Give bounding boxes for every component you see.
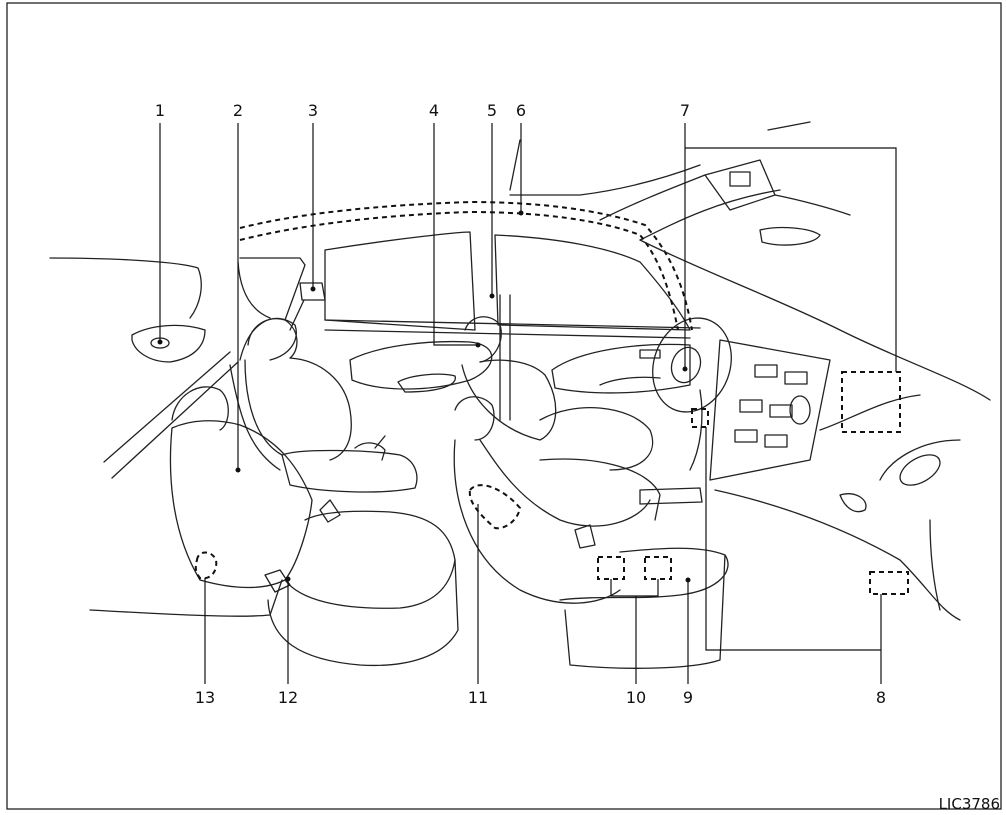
dashboard bbox=[639, 239, 991, 621]
seat-sensor-left bbox=[597, 556, 625, 580]
front-passenger-seat bbox=[453, 316, 651, 604]
driver-side-sensor bbox=[691, 408, 709, 428]
figure-code: LIC3786 bbox=[938, 795, 1000, 813]
leader-lines bbox=[157, 123, 897, 684]
callout-3: 3 bbox=[307, 101, 319, 120]
callout-2: 2 bbox=[232, 101, 244, 120]
rear-seat-sensor-area bbox=[194, 551, 218, 580]
rear-body-outline bbox=[49, 257, 283, 617]
front-door-trim bbox=[349, 340, 691, 394]
callout-5: 5 bbox=[486, 101, 498, 120]
figure-border bbox=[6, 2, 1002, 810]
callout-8: 8 bbox=[875, 688, 887, 707]
front-passenger-airbag-area bbox=[841, 371, 901, 433]
driver-seat bbox=[499, 294, 729, 669]
front-side-airbag-area bbox=[468, 484, 522, 530]
roof-and-windows bbox=[324, 121, 811, 339]
callout-6: 6 bbox=[515, 101, 527, 120]
steering-wheel bbox=[652, 317, 732, 471]
callout-7: 7 bbox=[679, 101, 691, 120]
overhead-console bbox=[599, 159, 851, 246]
seat-sensor-right bbox=[644, 556, 672, 580]
callout-11: 11 bbox=[467, 688, 489, 707]
rear-right-seat bbox=[244, 318, 352, 461]
callout-4: 4 bbox=[428, 101, 440, 120]
callout-12: 12 bbox=[277, 688, 299, 707]
rear-center-armrest bbox=[281, 435, 418, 493]
callout-13: 13 bbox=[194, 688, 216, 707]
callout-1: 1 bbox=[154, 101, 166, 120]
roof-curtain-dashed-outline bbox=[239, 210, 679, 331]
callout-9: 9 bbox=[682, 688, 694, 707]
callout-10: 10 bbox=[625, 688, 647, 707]
rear-seat bbox=[169, 317, 459, 667]
knee-airbag-area bbox=[869, 571, 909, 595]
